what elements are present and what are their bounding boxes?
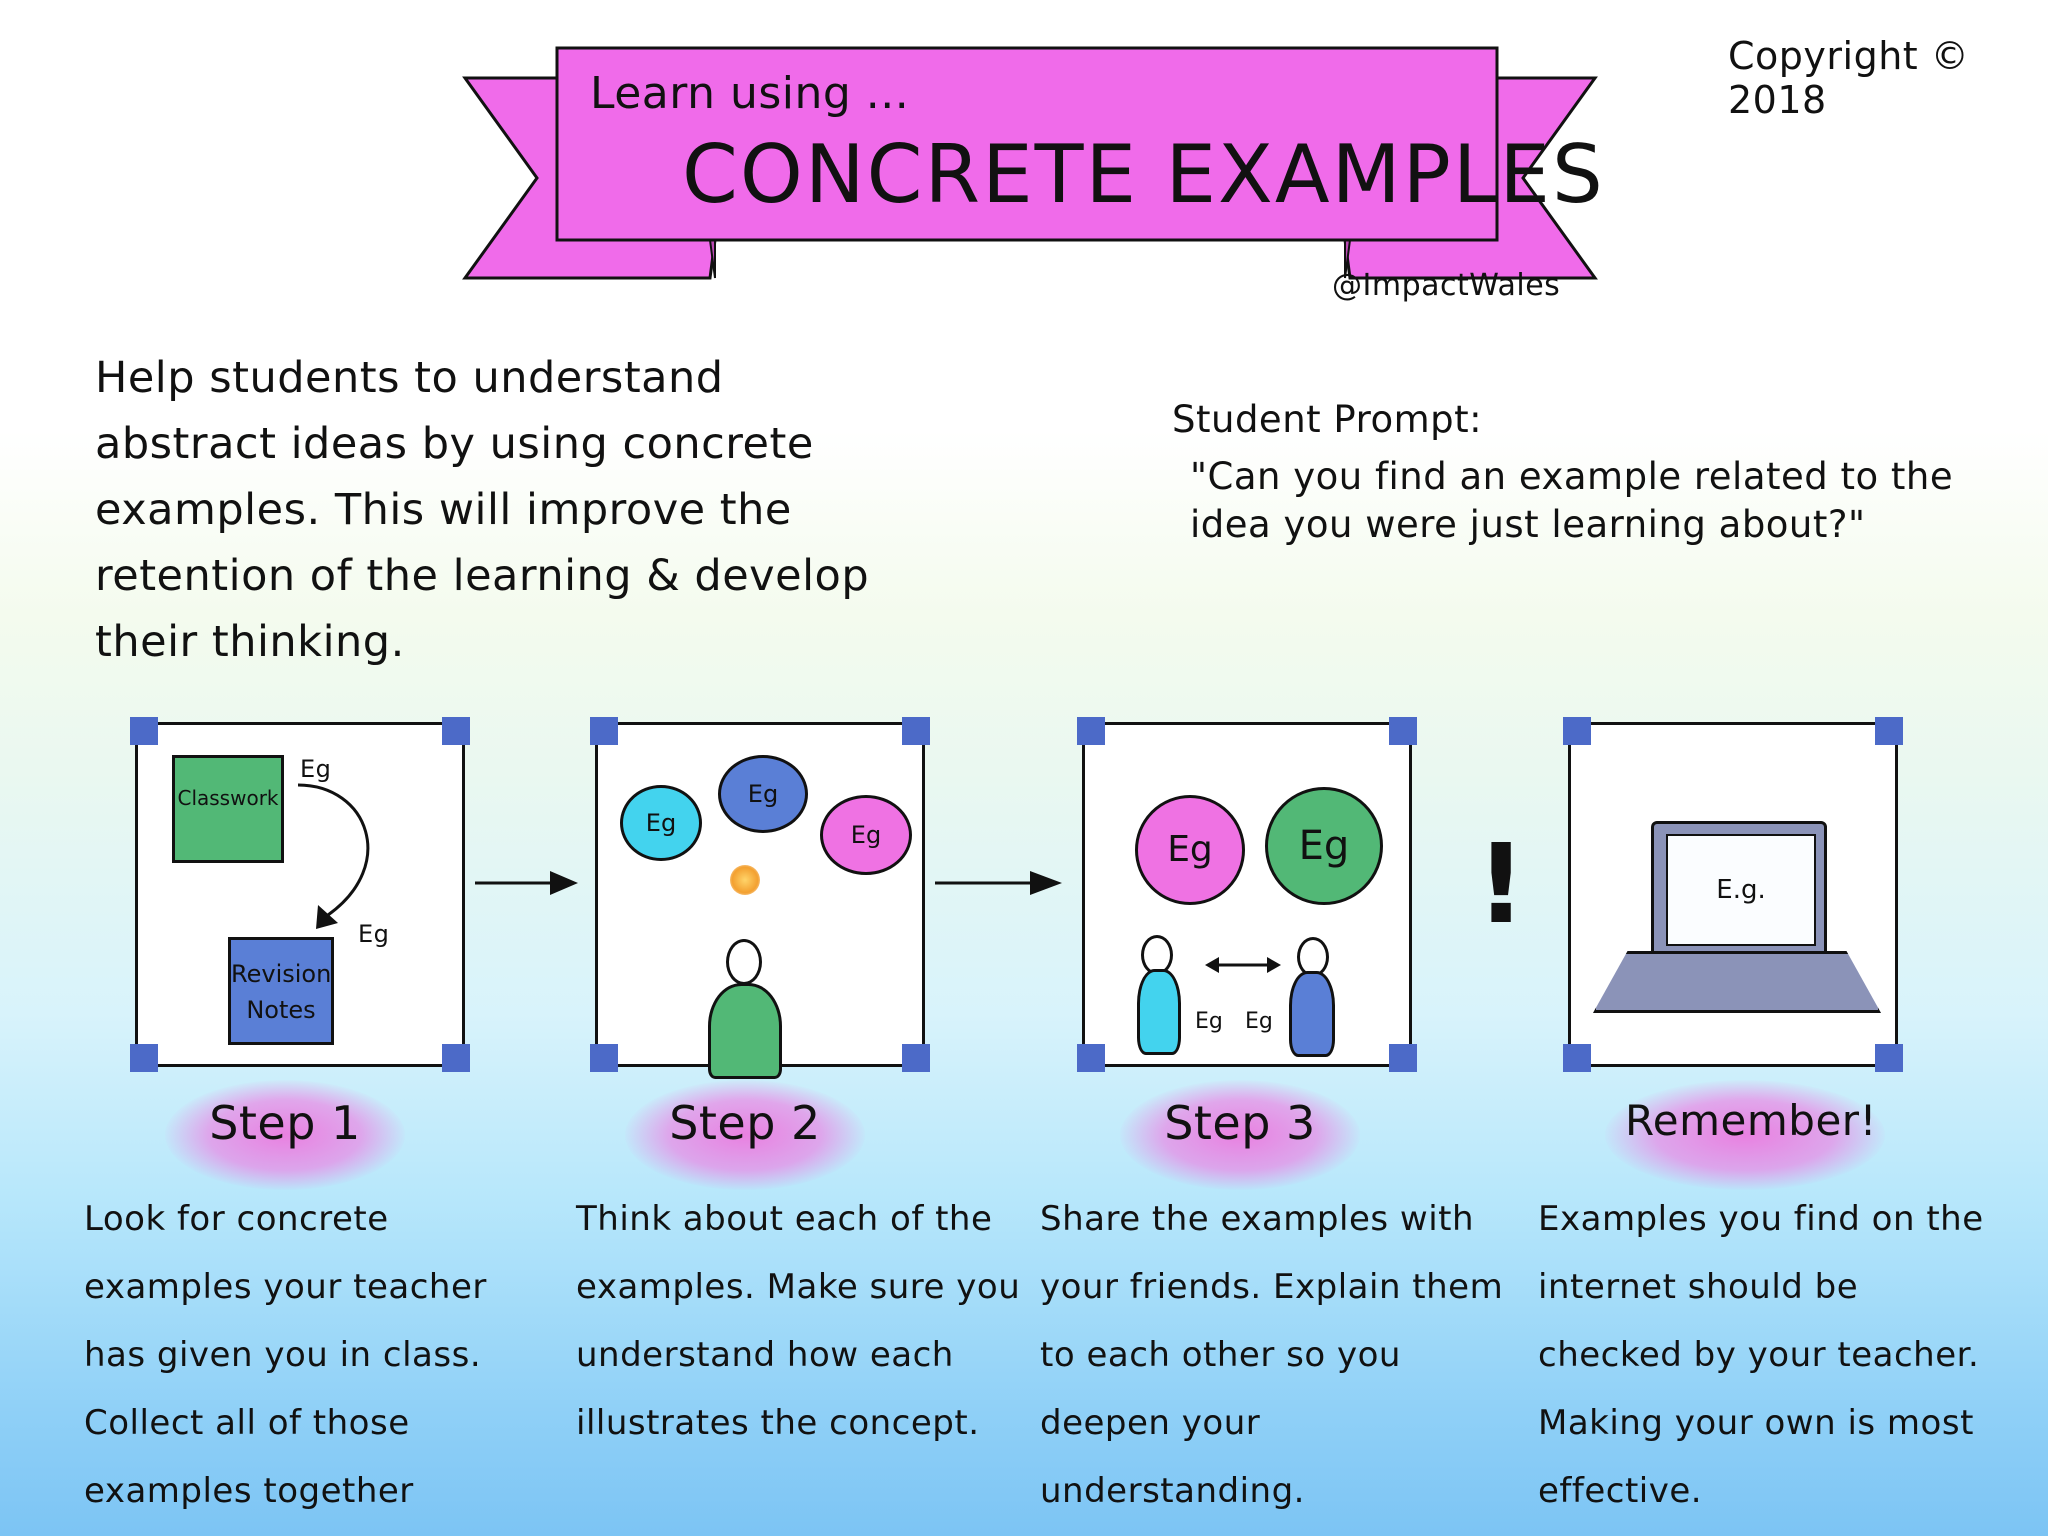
frame-corner bbox=[1875, 717, 1903, 745]
cloud-eg-label: Eg bbox=[645, 809, 677, 837]
banner-title: CONCRETE EXAMPLES bbox=[682, 128, 1605, 221]
laptop-screen: E.g. bbox=[1666, 834, 1816, 946]
person-body bbox=[1137, 969, 1181, 1055]
highlight-blob bbox=[1605, 1080, 1885, 1190]
cloud-eg-label: Eg bbox=[850, 821, 882, 849]
step-3-label: Step 3 bbox=[1164, 1096, 1316, 1150]
step-1-label: Step 1 bbox=[209, 1096, 361, 1150]
idea-cloud: Eg bbox=[718, 755, 808, 833]
frame-corner bbox=[1563, 717, 1591, 745]
frame-corner bbox=[902, 1044, 930, 1072]
step-1-description: Look for concrete examples your teacher … bbox=[84, 1199, 487, 1511]
step-3-frame: Eg Eg Eg Eg bbox=[1077, 717, 1417, 1072]
banner-kicker: Learn using ... bbox=[590, 68, 910, 119]
author-handle: @ImpactWales bbox=[1332, 268, 1561, 303]
step-2-description: Think about each of the examples. Make s… bbox=[576, 1199, 1021, 1443]
frame-corner bbox=[590, 717, 618, 745]
student-prompt-text: "Can you find an example related to the … bbox=[1190, 455, 1954, 546]
eg-note: Eg bbox=[300, 755, 332, 783]
person-head bbox=[726, 939, 762, 985]
eg-note: Eg bbox=[358, 920, 390, 948]
title-banner bbox=[462, 46, 1598, 280]
screen-eg-label: E.g. bbox=[1716, 875, 1766, 905]
remember-label: Remember! bbox=[1625, 1096, 1877, 1145]
cloud-eg-label: Eg bbox=[747, 780, 779, 808]
person-body bbox=[1289, 971, 1335, 1057]
highlight-blob bbox=[625, 1080, 865, 1190]
copyright-text: Copyright © 2018 bbox=[1728, 34, 1970, 122]
person-body bbox=[708, 983, 782, 1079]
idea-cloud: Eg bbox=[620, 785, 702, 861]
speech-bubble: Eg bbox=[1265, 787, 1383, 905]
idea-cloud: Eg bbox=[820, 795, 912, 875]
eg-note: Eg bbox=[1245, 1009, 1273, 1034]
revision-label: Revision bbox=[231, 960, 332, 988]
exclamation-mark: ! bbox=[1476, 820, 1527, 948]
frame-corner bbox=[442, 717, 470, 745]
frame-corner bbox=[590, 1044, 618, 1072]
highlight-blob bbox=[1120, 1080, 1360, 1190]
frame-corner bbox=[1389, 1044, 1417, 1072]
student-prompt-label: Student Prompt: bbox=[1172, 398, 1483, 441]
step-2-frame: Eg Eg Eg bbox=[590, 717, 930, 1079]
frame-corner bbox=[902, 717, 930, 745]
right-arrow-icon bbox=[475, 871, 578, 895]
curved-arrow-icon bbox=[297, 783, 370, 929]
laptop-keyboard bbox=[1593, 951, 1881, 1013]
frame-corner bbox=[1389, 717, 1417, 745]
speech-bubble: Eg bbox=[1135, 795, 1245, 905]
frame-corner bbox=[130, 717, 158, 745]
bubble-eg-label: Eg bbox=[1167, 829, 1213, 870]
frame-corner bbox=[1077, 1044, 1105, 1072]
frame-corner bbox=[442, 1044, 470, 1072]
remember-frame: E.g. bbox=[1563, 717, 1903, 1072]
notes-label: Notes bbox=[246, 996, 316, 1024]
person-head bbox=[1297, 937, 1329, 977]
bubble-eg-label: Eg bbox=[1298, 823, 1350, 869]
step-3-description: Share the examples with your friends. Ex… bbox=[1040, 1199, 1504, 1511]
light-bulb-icon bbox=[730, 865, 760, 895]
revision-notes-book: Revision Notes bbox=[228, 937, 334, 1045]
remember-description: Examples you find on the internet should… bbox=[1538, 1199, 1984, 1511]
classwork-label: Classwork bbox=[177, 786, 279, 810]
laptop-lid: E.g. bbox=[1651, 821, 1827, 957]
step-1-frame: Classwork Revision Notes Eg Eg bbox=[130, 717, 470, 1072]
intro-text: Help students to understand abstract ide… bbox=[95, 353, 870, 667]
step-2-label: Step 2 bbox=[669, 1096, 821, 1150]
highlight-blob bbox=[165, 1080, 405, 1190]
frame-corner bbox=[1875, 1044, 1903, 1072]
eg-note: Eg bbox=[1195, 1009, 1223, 1034]
frame-corner bbox=[1563, 1044, 1591, 1072]
frame-corner bbox=[130, 1044, 158, 1072]
double-arrow-icon bbox=[1205, 957, 1281, 973]
classwork-book: Classwork bbox=[172, 755, 284, 863]
right-arrow-icon bbox=[935, 871, 1062, 895]
frame-corner bbox=[1077, 717, 1105, 745]
